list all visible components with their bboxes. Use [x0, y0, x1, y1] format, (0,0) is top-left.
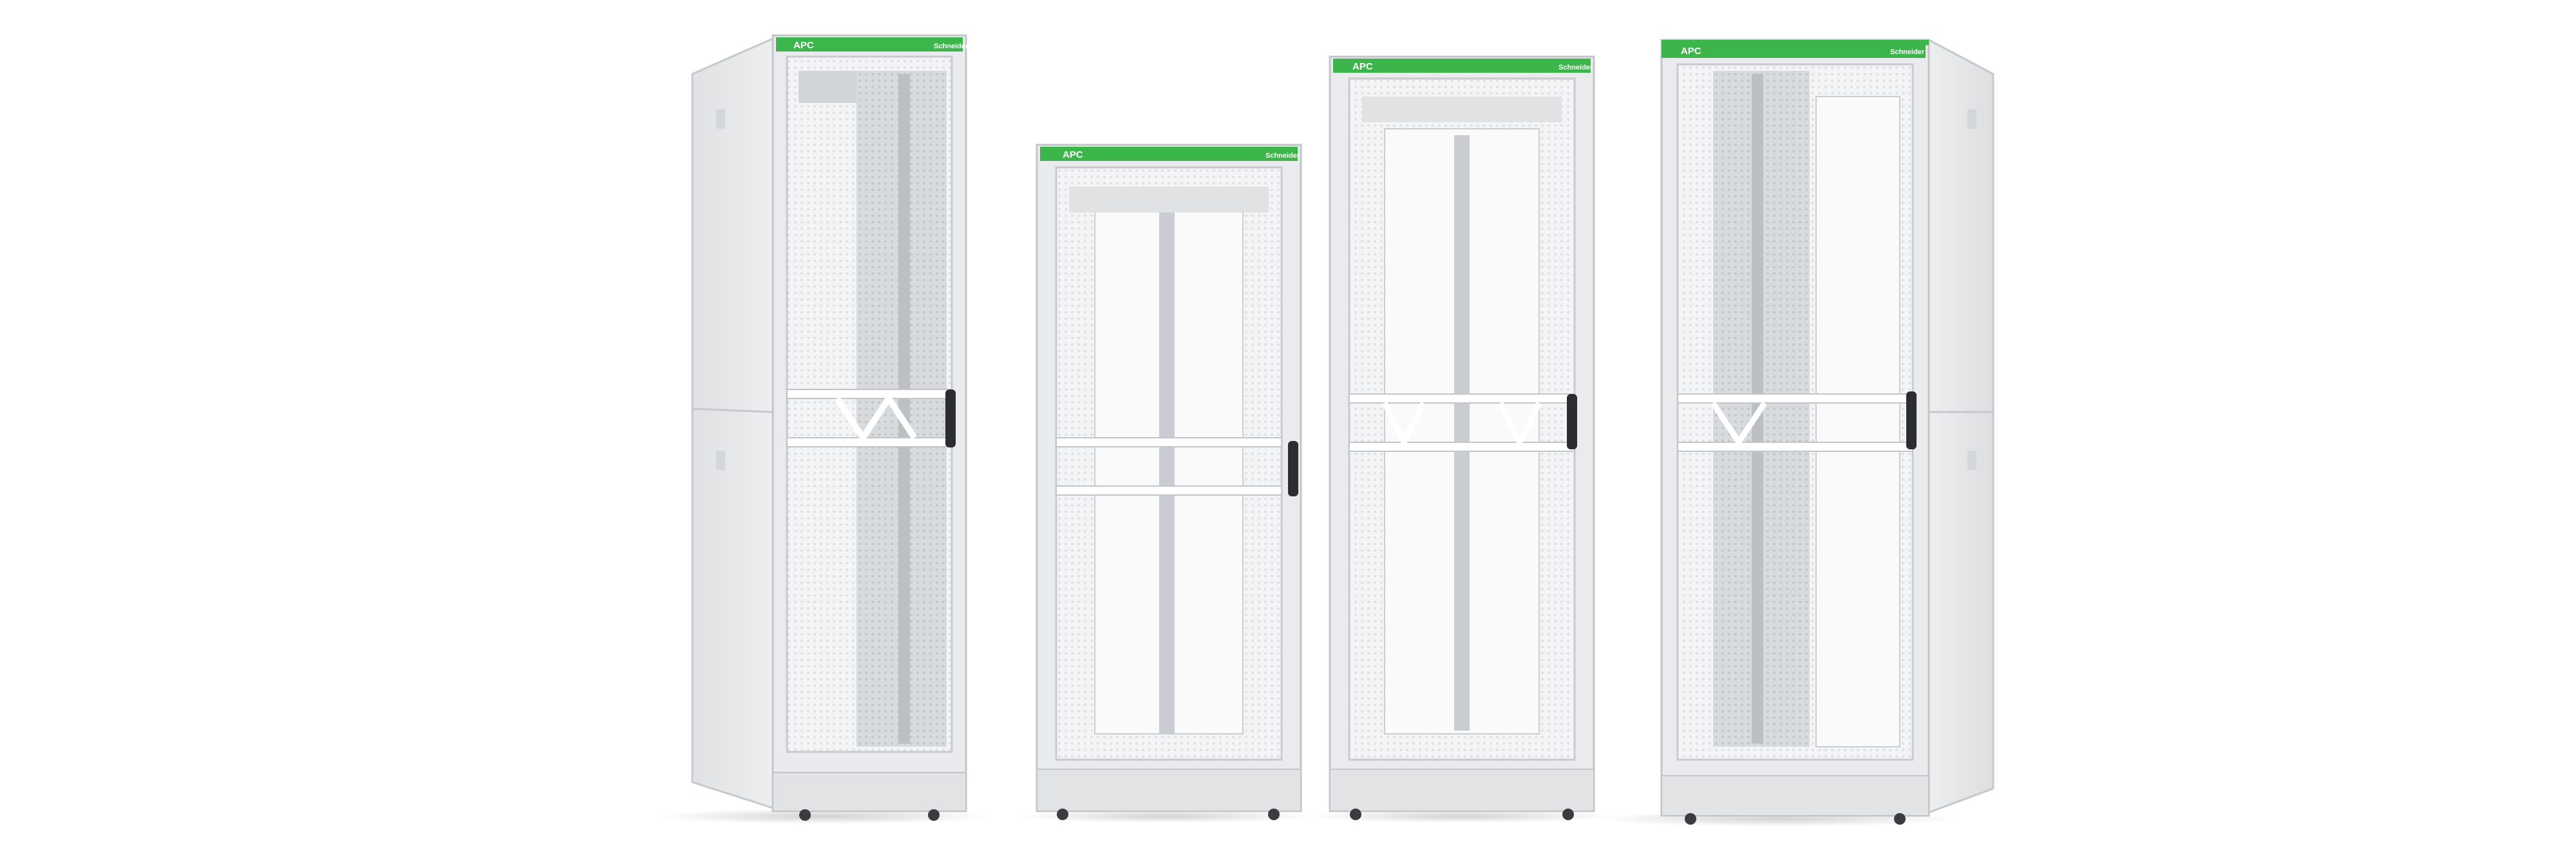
green-top-badge [776, 37, 963, 52]
rack-4-angled-right: APC Schneider [1597, 38, 1994, 827]
svg-text:APC: APC [1681, 46, 1701, 57]
door-bracket [1677, 393, 1913, 452]
rack-1-angled-left: APC Schneider [657, 34, 992, 824]
svg-text:Schneider: Schneider [934, 42, 969, 50]
caster [1350, 809, 1361, 820]
green-top-badge [1333, 59, 1591, 73]
svg-text:Schneider: Schneider [1890, 48, 1925, 56]
green-top-badge [1040, 147, 1298, 161]
rack-side-panel [691, 37, 774, 810]
caster [1562, 809, 1574, 820]
caster [1268, 809, 1280, 820]
caster [1685, 813, 1696, 825]
svg-text:Schneider: Schneider [1265, 152, 1300, 160]
svg-text:APC: APC [1352, 61, 1373, 72]
door-bracket [1056, 437, 1282, 496]
svg-text:Schneider: Schneider [1558, 64, 1593, 71]
door-handle [1906, 391, 1917, 449]
svg-text:APC: APC [793, 40, 814, 51]
door-bracket [1349, 393, 1575, 452]
door-handle [1288, 441, 1298, 496]
caster [928, 809, 940, 821]
caster [1057, 809, 1068, 820]
rack-3-front-tall: APC Schneider [1307, 55, 1616, 823]
door-handle [1567, 394, 1577, 449]
svg-text:APC: APC [1063, 149, 1083, 160]
caster [799, 809, 811, 821]
green-top-badge [1665, 42, 1926, 58]
rack-2-front-short: APC Schneider [1018, 144, 1314, 823]
rack-side-panel [1927, 38, 1994, 814]
caster [1894, 813, 1906, 825]
door-handle [945, 389, 956, 447]
